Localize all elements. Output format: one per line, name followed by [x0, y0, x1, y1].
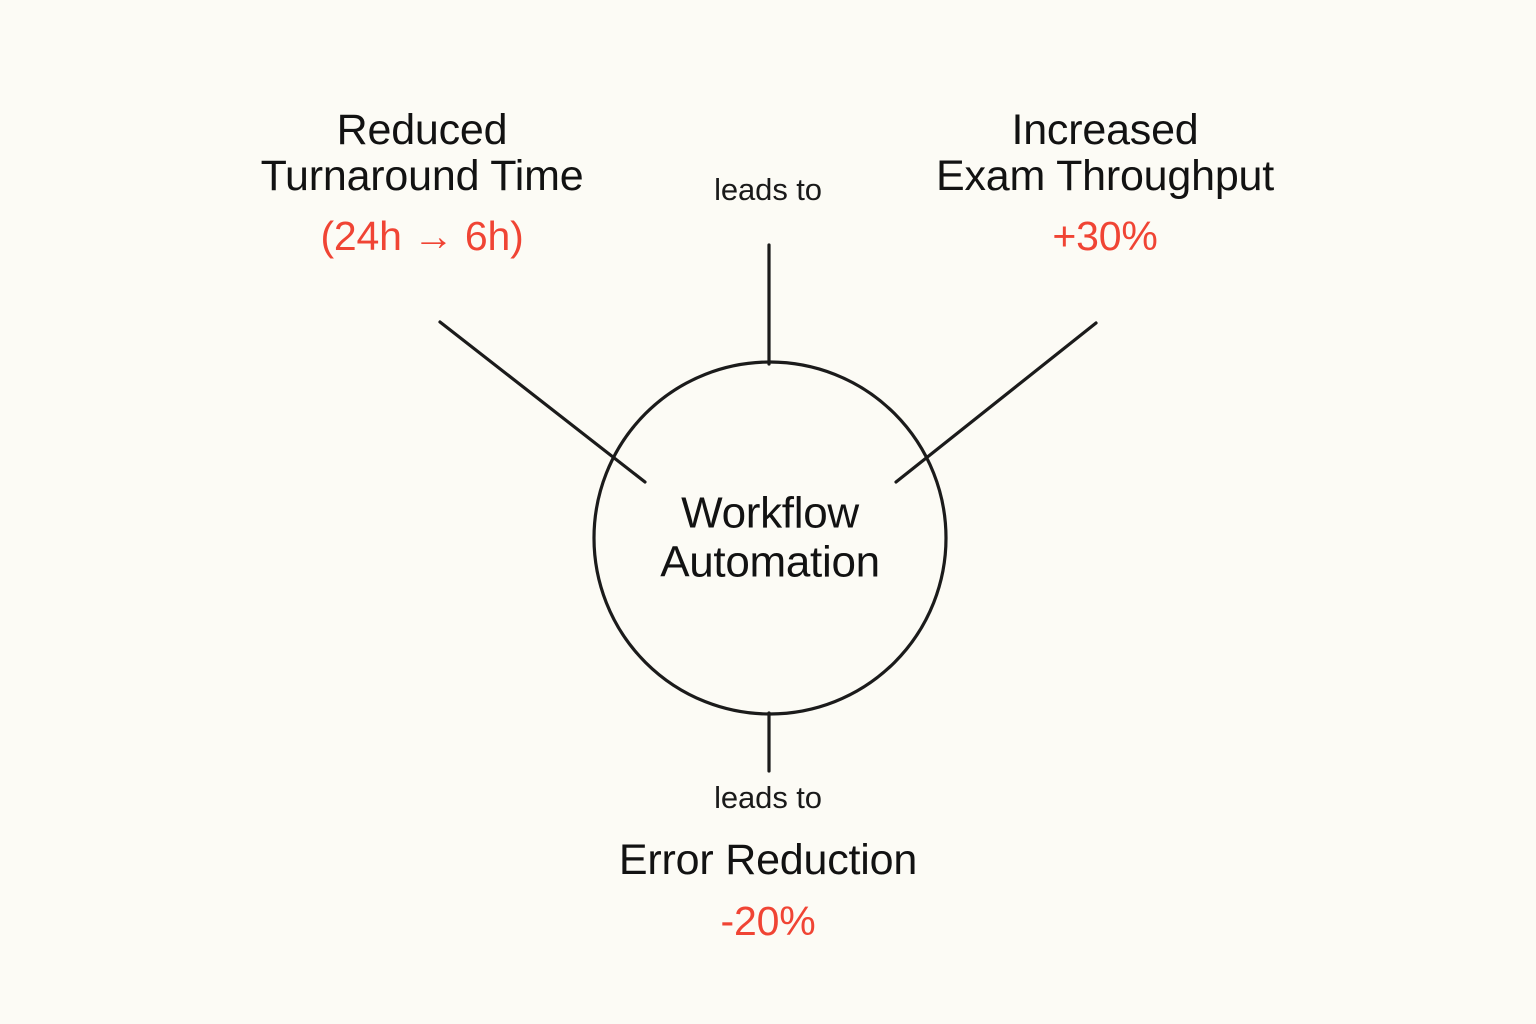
node-metric: -20% — [720, 897, 816, 944]
node-heading-line1: Error Reduction — [618, 836, 918, 884]
node-heading-line2: Exam Throughput — [935, 151, 1275, 200]
edge-label-bottom: leads to — [714, 780, 822, 815]
hub-node-label: Workflow Automation — [605, 489, 935, 588]
hub-label-line1: Workflow — [681, 488, 859, 538]
outcome-node-error-reduction: Error Reduction -20% — [618, 836, 918, 944]
node-heading-line2: Turnaround Time — [260, 151, 584, 200]
edge-label-top: leads to — [714, 172, 822, 207]
node-heading-line1: Reduced — [336, 106, 508, 154]
node-metric: (24h → 6h) — [320, 213, 524, 260]
outcome-node-increased-exam-throughput: Increased Exam Throughput +30% — [935, 106, 1275, 260]
node-heading-line1: Increased — [1011, 106, 1199, 154]
node-metric: +30% — [1052, 213, 1158, 260]
connector-hub-to-right — [894, 321, 1098, 484]
hub-circle — [592, 360, 948, 716]
connector-hub-to-left — [438, 320, 647, 484]
hub-label-line2: Automation — [660, 538, 880, 587]
outcome-node-reduced-turnaround-time: Reduced Turnaround Time (24h → 6h) — [260, 106, 584, 260]
